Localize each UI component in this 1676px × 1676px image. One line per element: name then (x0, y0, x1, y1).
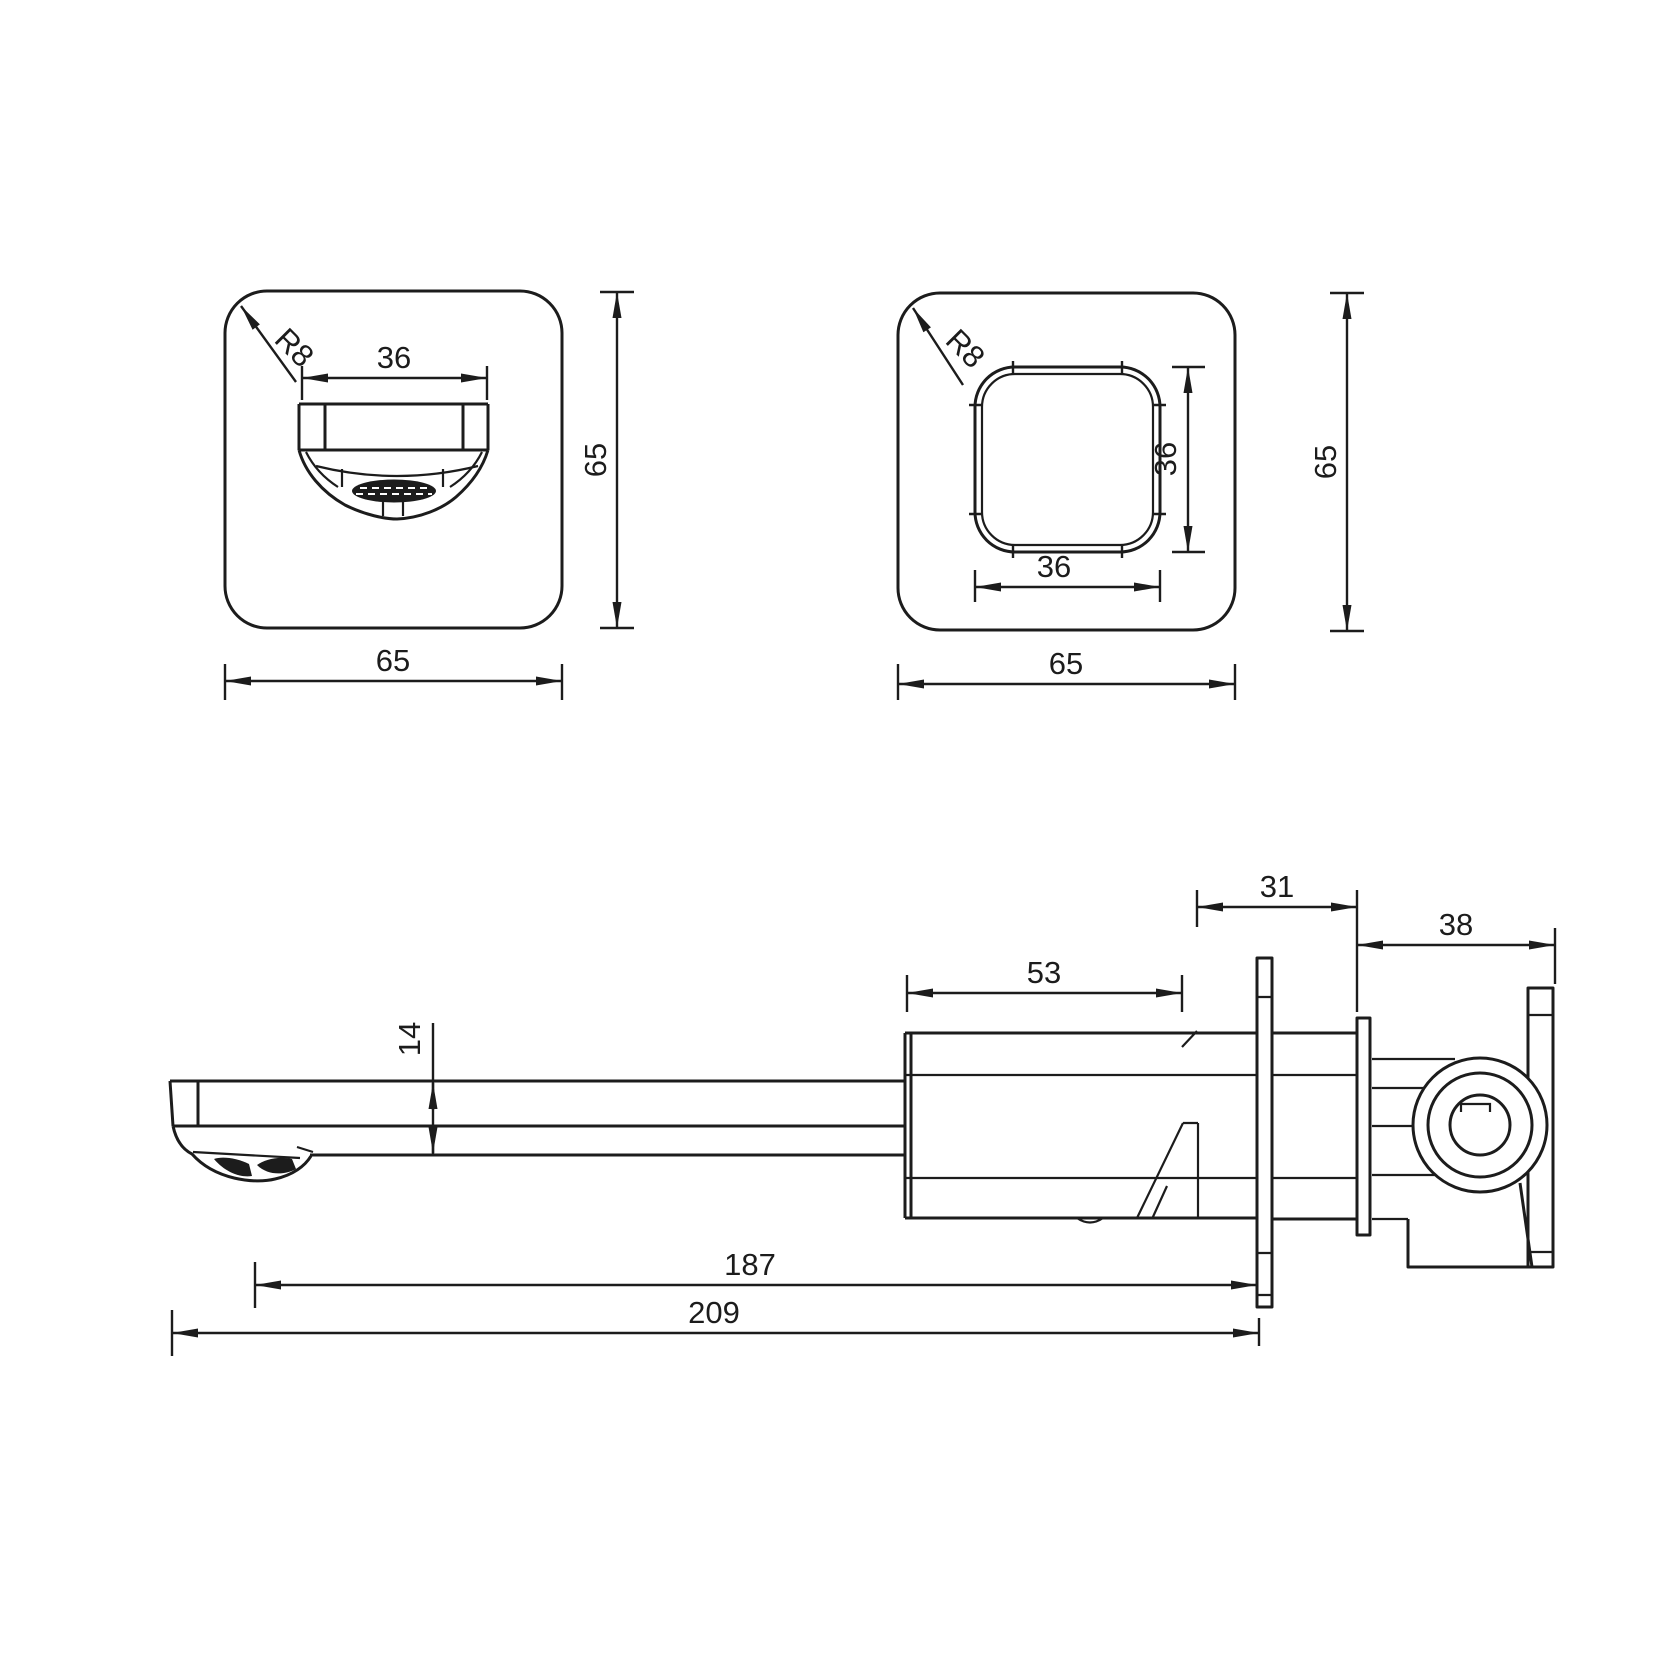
spout-plate-outline (223, 289, 564, 630)
side-sleeve (1272, 1031, 1357, 1221)
aerator-face (352, 479, 436, 503)
dim-label-reach-to-aerator: 187 (724, 1247, 776, 1282)
dim-label-handle-plate-height: 65 (1308, 445, 1343, 479)
dim-trim-sleeve-length: 31 (1195, 869, 1359, 1012)
side-spout (168, 1079, 905, 1183)
dim-label-in-wall-depth: 38 (1439, 907, 1473, 942)
view-spout-front: 36 65 65 R8 (223, 289, 634, 700)
spout-band (297, 402, 490, 452)
valve-flange (1355, 1016, 1372, 1237)
handle-trim (969, 361, 1166, 558)
dim-spout-corner-radius: R8 (240, 305, 321, 383)
dim-total-reach: 209 (170, 1295, 1261, 1356)
valve-lower-body (1406, 1182, 1534, 1269)
dim-handle-width: 36 (973, 549, 1162, 602)
side-wall-plate (1255, 956, 1274, 1309)
view-handle-front: 36 36 65 65 R8 (896, 291, 1364, 700)
dim-label-handle-height: 36 (1148, 442, 1183, 476)
dim-label-spout-height: 14 (392, 1022, 427, 1056)
dim-label-handle-plate-width: 65 (1049, 646, 1083, 681)
dim-label-total-reach: 209 (688, 1295, 740, 1330)
dim-label-spout-corner-radius: R8 (268, 321, 321, 374)
side-aerator-shadow-2 (257, 1157, 296, 1174)
dim-handle-height: 36 (1148, 365, 1205, 554)
dim-label-body-length: 53 (1027, 955, 1061, 990)
dim-spout-width: 36 (300, 340, 489, 400)
dim-spout-height: 14 (392, 1022, 438, 1155)
dim-label-handle-corner-radius: R8 (939, 322, 992, 375)
valve-cartridge-circles (1411, 1056, 1549, 1194)
side-body (903, 1030, 1257, 1224)
view-side: 53 31 38 14 187 209 (168, 869, 1557, 1356)
dim-label-spout-width: 36 (377, 340, 411, 375)
handle-plate-outline (896, 291, 1237, 632)
dim-spout-plate-height: 65 (578, 290, 634, 630)
dim-label-trim-sleeve-length: 31 (1260, 869, 1294, 904)
dim-label-spout-plate-height: 65 (578, 443, 613, 477)
side-valve (1355, 986, 1555, 1269)
spout-funnel (297, 449, 490, 521)
dim-reach-to-aerator: 187 (253, 1247, 1257, 1308)
dim-label-handle-width: 36 (1037, 549, 1071, 584)
side-aerator-shadow (214, 1157, 252, 1177)
dim-spout-plate-width: 65 (223, 643, 564, 700)
dim-handle-plate-width: 65 (896, 646, 1237, 700)
dim-body-length: 53 (905, 955, 1184, 1012)
dim-label-spout-plate-width: 65 (376, 643, 410, 678)
dim-handle-plate-height: 65 (1308, 291, 1364, 633)
dim-in-wall-depth: 38 (1357, 907, 1557, 984)
dim-handle-corner-radius: R8 (911, 307, 992, 386)
